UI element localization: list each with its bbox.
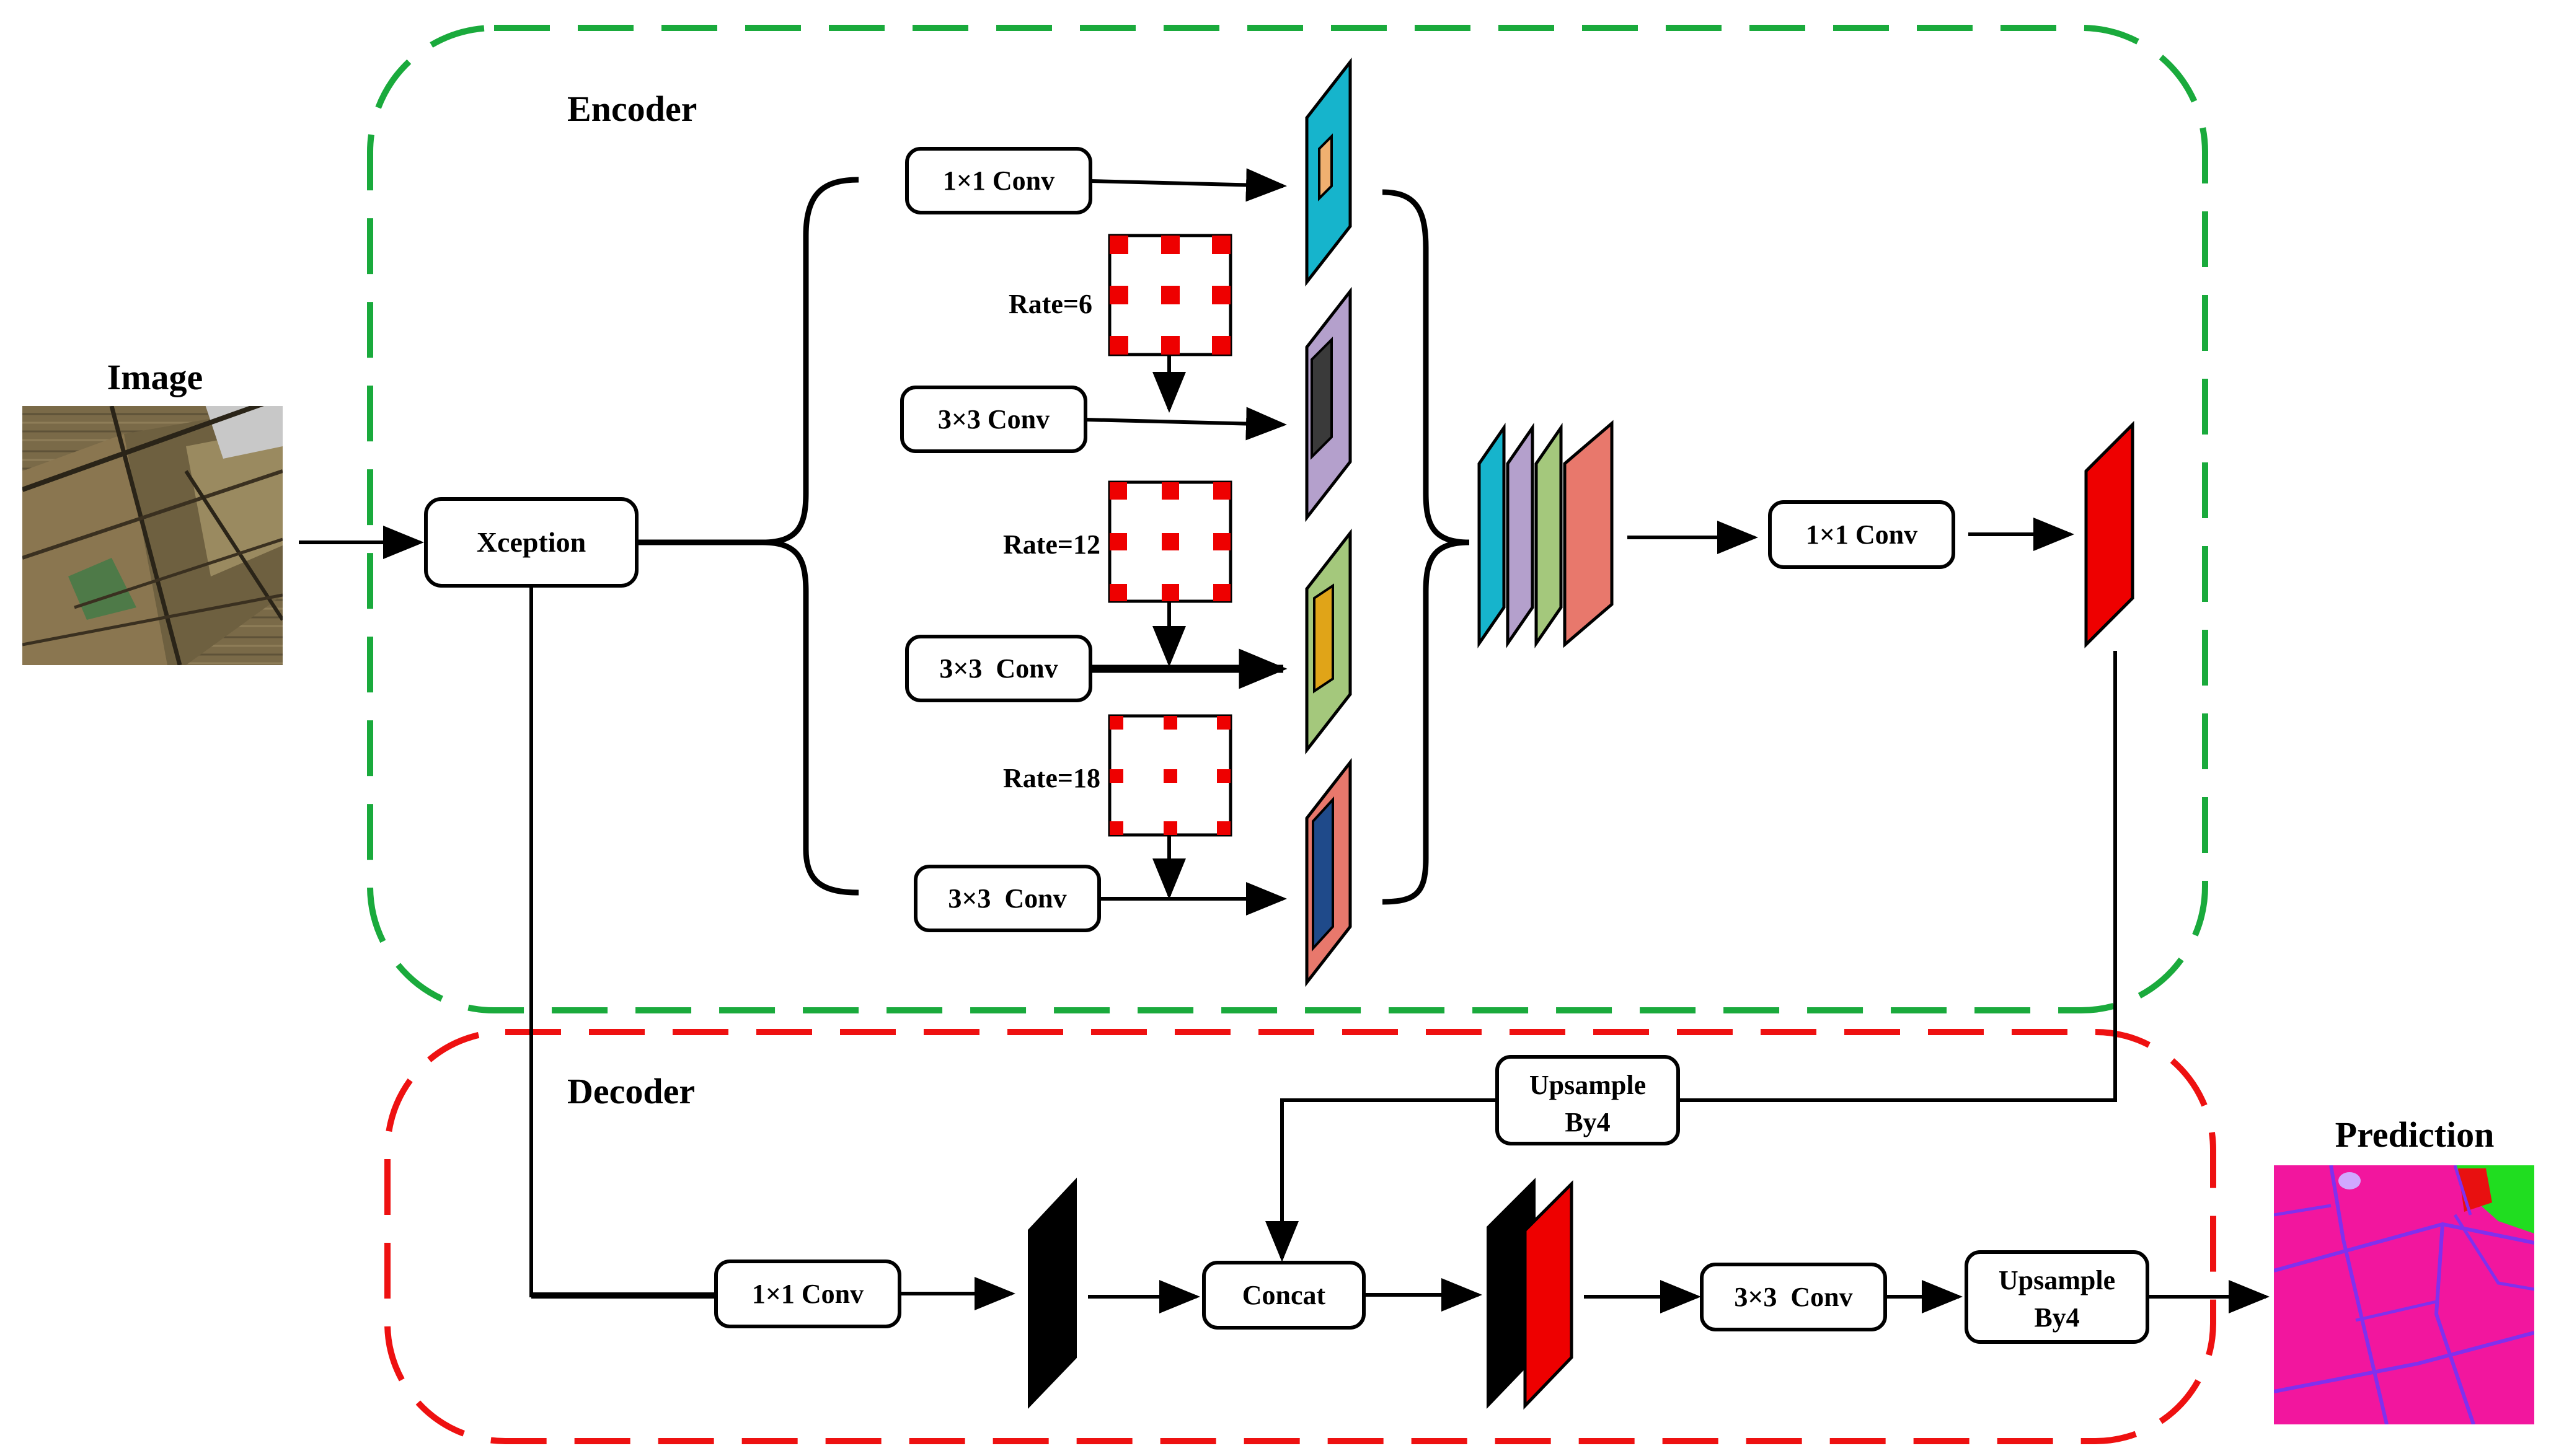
aspp-conv3x3-r18-label: 3×3 Conv xyxy=(948,883,1066,914)
xception-label: Xception xyxy=(477,526,586,558)
upsample-top-line2: By4 xyxy=(1565,1107,1610,1137)
lowlevel-connector xyxy=(529,586,716,1297)
prediction-title: Prediction xyxy=(2335,1114,2495,1155)
encoder-title: Encoder xyxy=(567,89,697,129)
decoder-title: Decoder xyxy=(567,1071,695,1111)
decoder-conv1x1-label: 1×1 Conv xyxy=(752,1279,864,1309)
image-title: Image xyxy=(107,357,203,397)
arrow-branch1 xyxy=(1090,168,1287,202)
aspp-conv1x1-box xyxy=(905,147,1092,214)
encoder-output-feature xyxy=(2084,420,2134,649)
encoder-conv1x1-box xyxy=(1768,500,1955,569)
aspp-conv3x3-r12-label: 3×3 Conv xyxy=(939,653,1058,684)
feature-map-cyan-inner xyxy=(1318,133,1333,201)
aspp-right-brace xyxy=(1382,189,1470,905)
decoder-border xyxy=(384,1029,2216,1444)
feature-map-salmon-inner xyxy=(1312,796,1334,952)
decoder-conv3x3-label: 3×3 Conv xyxy=(1734,1282,1852,1312)
rate18-label: Rate=18 xyxy=(1003,763,1100,793)
arrow-branch2 xyxy=(1085,407,1287,441)
aspp-left-brace xyxy=(762,177,859,896)
upsample-out-line2: By4 xyxy=(2034,1302,2079,1333)
upsample-out-line1: Upsample xyxy=(1999,1265,2115,1295)
dilation-grid-rate12 xyxy=(1108,480,1232,603)
rate12-label: Rate=12 xyxy=(1003,529,1100,560)
decoder-concat-stack xyxy=(1487,1178,1573,1410)
rate6-label: Rate=6 xyxy=(1009,289,1092,319)
lowlevel-feature xyxy=(1028,1177,1077,1409)
concatenated-feature-stack xyxy=(1477,420,1614,649)
aspp-conv3x3-r6-label: 3×3 Conv xyxy=(938,404,1050,435)
aspp-conv1x1-label: 1×1 Conv xyxy=(943,165,1054,196)
encoder-output-connector xyxy=(1680,651,2117,1102)
dilation-grid-rate6 xyxy=(1108,234,1232,356)
prediction-segmentation-map xyxy=(2274,1165,2534,1424)
aspp-conv3x3-r6-box xyxy=(900,386,1087,453)
feature-map-green-inner xyxy=(1313,583,1334,694)
arrow-upsample-to-concat xyxy=(1265,1098,1497,1262)
input-satellite-image xyxy=(22,406,283,665)
encoder-border xyxy=(367,25,2208,1013)
feature-map-purple-inner xyxy=(1311,337,1333,460)
encoder-conv1x1-label: 1×1 Conv xyxy=(1806,519,1917,550)
upsample-top-line1: Upsample xyxy=(1529,1070,1646,1100)
concat-label: Concat xyxy=(1242,1280,1326,1310)
dilation-grid-rate18 xyxy=(1108,714,1232,837)
